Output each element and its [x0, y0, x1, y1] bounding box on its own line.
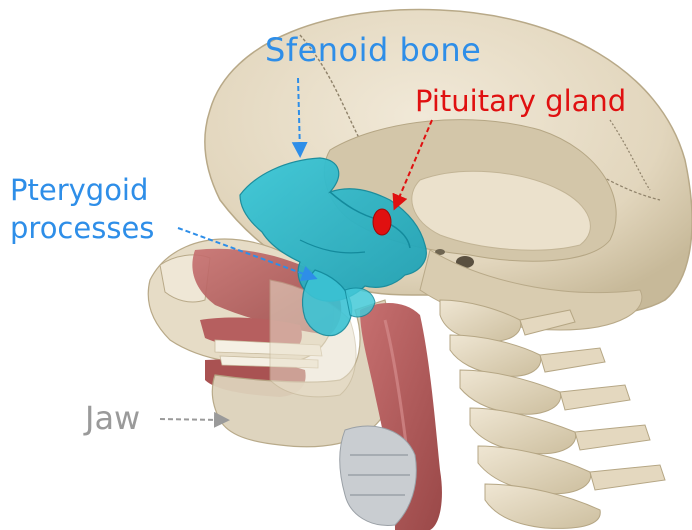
pterygoid-label-line2: processes	[10, 213, 154, 243]
pterygoid-label-line1: Pterygoid	[10, 175, 148, 205]
spinous-process	[540, 348, 605, 372]
spinous-process	[575, 425, 650, 450]
pituitary-gland-label: Pituitary gland	[415, 86, 626, 116]
spinous-process	[590, 465, 665, 490]
vertebra	[485, 484, 600, 528]
pituitary-gland	[373, 209, 391, 235]
sfenoid-bone-label: Sfenoid bone	[265, 34, 481, 68]
cervical-spine	[440, 300, 665, 528]
jaw-arrow	[160, 419, 224, 420]
jaw-label: Jaw	[85, 402, 140, 436]
spinous-process	[560, 385, 630, 410]
